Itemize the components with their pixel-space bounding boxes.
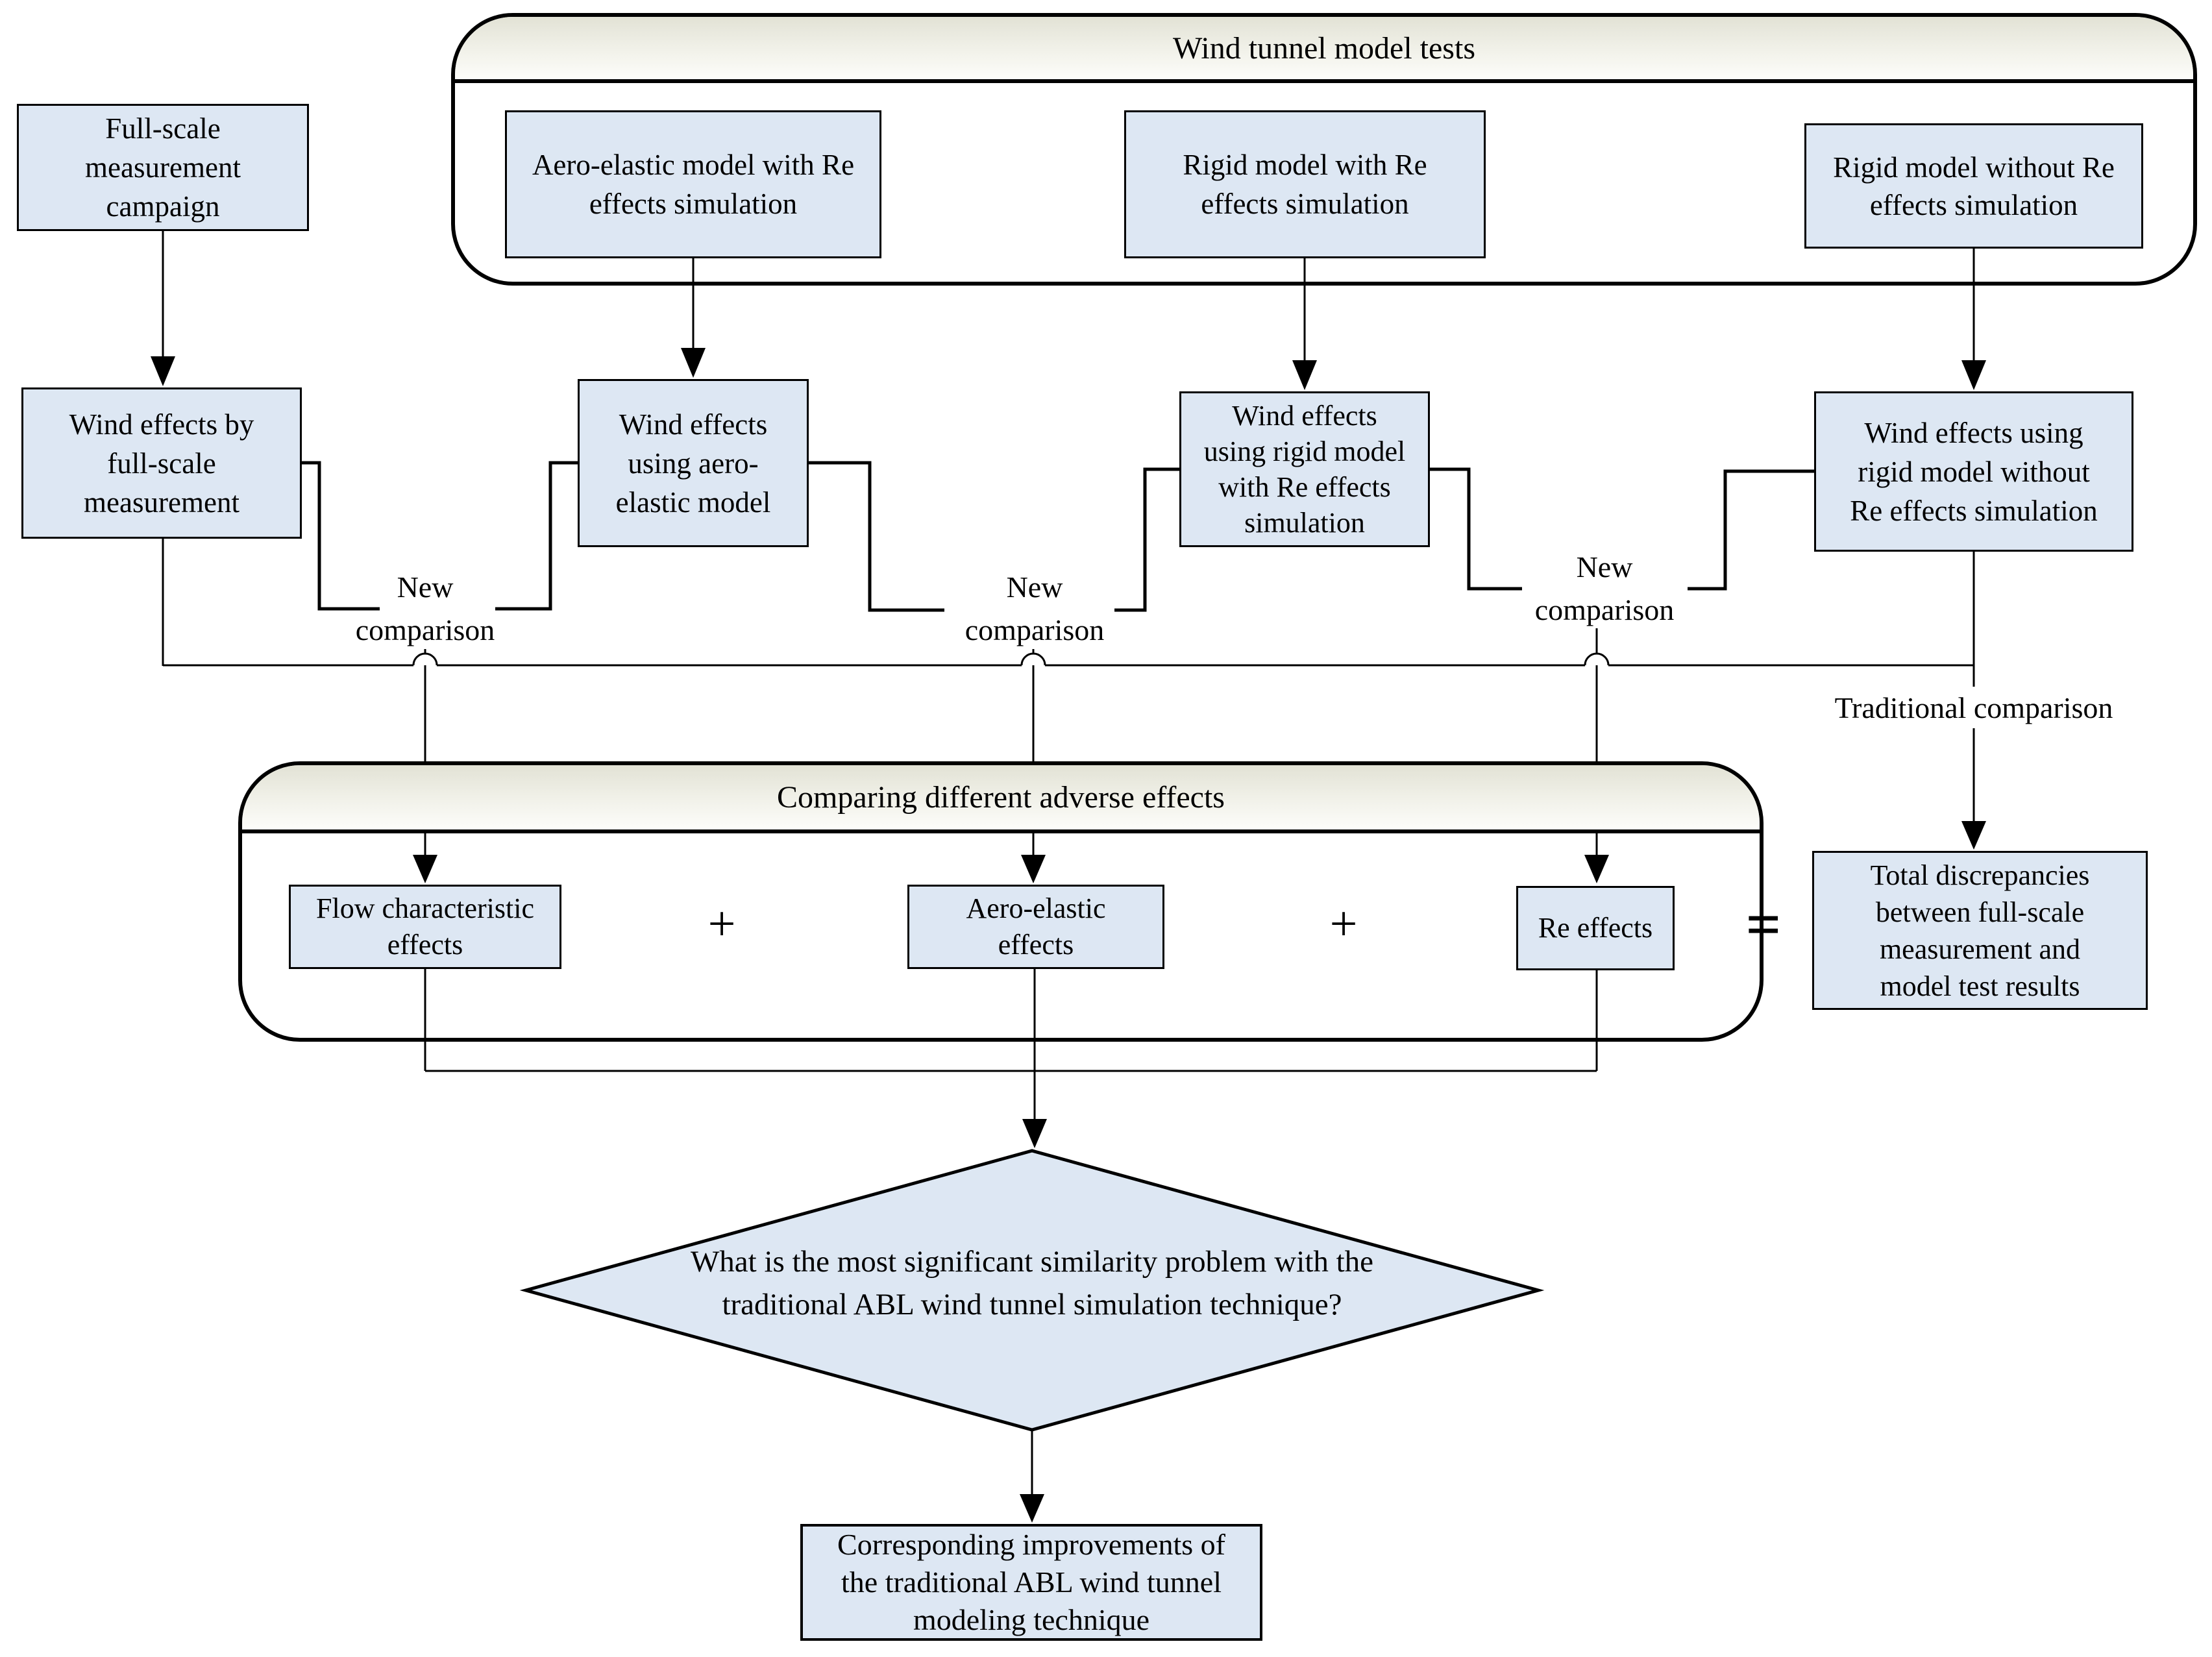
wind-effects-full-scale-line: Wind effects by xyxy=(69,408,254,441)
improvements-line: modeling technique xyxy=(913,1603,1150,1636)
arrow-to-re-effects xyxy=(1584,855,1609,883)
rigid-model-without-re-line: Rigid model without Re xyxy=(1833,151,2115,184)
re-effects-line: Re effects xyxy=(1538,912,1653,944)
arrow-to-question-diamond xyxy=(1022,1119,1047,1148)
wind-effects-full-scale-box: Wind effects by full-scale measurement xyxy=(21,387,302,539)
plus-sign-2: + xyxy=(1329,896,1358,951)
comparison-brackets xyxy=(302,461,1814,612)
rigid-model-with-re-line: Rigid model with Re xyxy=(1183,149,1427,181)
new-comparison-2-line: New xyxy=(1006,571,1063,604)
full-scale-campaign-box: Full-scale measurement campaign xyxy=(17,104,309,231)
arrow-to-wind-effects-rigid-with xyxy=(1292,360,1317,390)
re-effects-box: Re effects xyxy=(1516,886,1675,970)
aero-elastic-model-line: Aero-elastic model with Re xyxy=(532,149,855,181)
new-comparison-2-line: comparison xyxy=(965,613,1105,646)
wind-effects-rigid-without-re-box: Wind effects using rigid model without R… xyxy=(1814,391,2133,552)
bus-line-hops xyxy=(412,652,1610,666)
rigid-model-without-re-box: Rigid model without Re effects simulatio… xyxy=(1804,123,2143,249)
flow-characteristic-line: effects xyxy=(387,929,463,961)
arrow-to-wind-effects-aero-elastic xyxy=(681,348,706,378)
wind-effects-full-scale-line: full-scale xyxy=(107,447,216,480)
new-comparison-3-line: comparison xyxy=(1534,593,1675,626)
full-scale-campaign-line: Full-scale xyxy=(105,112,221,145)
total-discrepancies-line: between full-scale xyxy=(1875,896,2085,928)
new-comparison-label-2: New comparison xyxy=(965,566,1105,652)
wind-effects-rigid-without-re-line: Re effects simulation xyxy=(1850,494,2098,527)
flow-characteristic-line: Flow characteristic xyxy=(316,892,534,924)
traditional-comparison-label: Traditional comparison xyxy=(1835,687,2113,730)
question-line: What is the most significant similarity … xyxy=(690,1245,1374,1279)
new-comparison-1-line: New xyxy=(397,571,454,604)
improvements-line: Corresponding improvements of xyxy=(837,1528,1225,1561)
rigid-model-without-re-line: effects simulation xyxy=(1869,188,2078,221)
wind-effects-rigid-with-re-box: Wind effects using rigid model with Re e… xyxy=(1179,391,1430,547)
improvements-box: Corresponding improvements of the tradit… xyxy=(800,1524,1262,1641)
rigid-model-with-re-line: effects simulation xyxy=(1201,188,1409,220)
new-comparison-label-3: New comparison xyxy=(1535,546,1675,632)
arrow-to-aero-elastic-effects xyxy=(1021,855,1046,883)
comparing-effects-container: Comparing different adverse effects xyxy=(238,761,1763,1042)
arrow-to-improvements-box xyxy=(1020,1494,1044,1523)
arrow-to-wind-effects-rigid-without xyxy=(1961,360,1986,390)
wind-effects-aero-elastic-box: Wind effects using aero- elastic model xyxy=(578,379,809,547)
full-scale-campaign-line: measurement xyxy=(85,151,241,184)
wind-tunnel-tests-title: Wind tunnel model tests xyxy=(1172,31,1475,66)
comparing-effects-title: Comparing different adverse effects xyxy=(777,780,1225,815)
wind-effects-aero-elastic-line: elastic model xyxy=(615,485,771,519)
full-scale-campaign-line: campaign xyxy=(106,190,220,223)
wind-effects-rigid-without-re-line: rigid model without xyxy=(1858,455,2090,488)
improvements-line: the traditional ABL wind tunnel xyxy=(841,1565,1222,1599)
connector-lines xyxy=(162,231,1975,1494)
new-comparison-label-1: New comparison xyxy=(356,566,495,652)
question-diamond-text: What is the most significant similarity … xyxy=(539,1240,1525,1326)
arrow-to-flow-characteristic xyxy=(413,855,437,883)
wind-effects-rigid-with-re-line: using rigid model xyxy=(1203,436,1406,467)
plus-sign-1: + xyxy=(707,896,736,951)
wind-effects-full-scale-line: measurement xyxy=(84,485,240,519)
wind-effects-rigid-with-re-line: Wind effects xyxy=(1232,400,1377,432)
wind-effects-rigid-with-re-line: simulation xyxy=(1244,507,1365,539)
wind-effects-rigid-with-re-line: with Re effects xyxy=(1218,471,1391,503)
wind-tunnel-tests-container: Wind tunnel model tests xyxy=(451,13,2197,286)
question-line: traditional ABL wind tunnel simulation t… xyxy=(722,1288,1342,1321)
wind-effects-aero-elastic-line: Wind effects xyxy=(619,408,768,441)
total-discrepancies-line: model test results xyxy=(1880,970,2080,1002)
aero-elastic-model-line: effects simulation xyxy=(589,188,798,220)
rigid-model-with-re-box: Rigid model with Re effects simulation xyxy=(1124,110,1486,258)
arrow-to-wind-effects-full-scale xyxy=(151,356,175,386)
aero-elastic-effects-line: Aero-elastic xyxy=(966,892,1106,924)
aero-elastic-model-box: Aero-elastic model with Re effects simul… xyxy=(505,110,881,258)
new-comparison-3-line: New xyxy=(1576,550,1633,583)
wind-tunnel-tests-header: Wind tunnel model tests xyxy=(455,17,2193,83)
new-comparison-1-line: comparison xyxy=(355,613,495,646)
question-diamond-shape xyxy=(519,1149,1545,1432)
total-discrepancies-box: Total discrepancies between full-scale m… xyxy=(1812,851,2148,1010)
aero-elastic-effects-box: Aero-elastic effects xyxy=(907,885,1164,969)
equals-sign: = xyxy=(1745,889,1782,959)
aero-elastic-effects-line: effects xyxy=(998,929,1074,961)
total-discrepancies-line: measurement and xyxy=(1879,933,2081,965)
traditional-comparison-text: Traditional comparison xyxy=(1834,691,2113,724)
wind-effects-rigid-without-re-line: Wind effects using xyxy=(1864,416,2083,449)
flow-characteristic-effects-box: Flow characteristic effects xyxy=(289,885,561,969)
total-discrepancies-line: Total discrepancies xyxy=(1870,859,2090,891)
arrow-to-total-discrepancies xyxy=(1961,821,1986,850)
wind-effects-aero-elastic-line: using aero- xyxy=(628,447,759,480)
comparing-effects-header: Comparing different adverse effects xyxy=(242,765,1760,833)
